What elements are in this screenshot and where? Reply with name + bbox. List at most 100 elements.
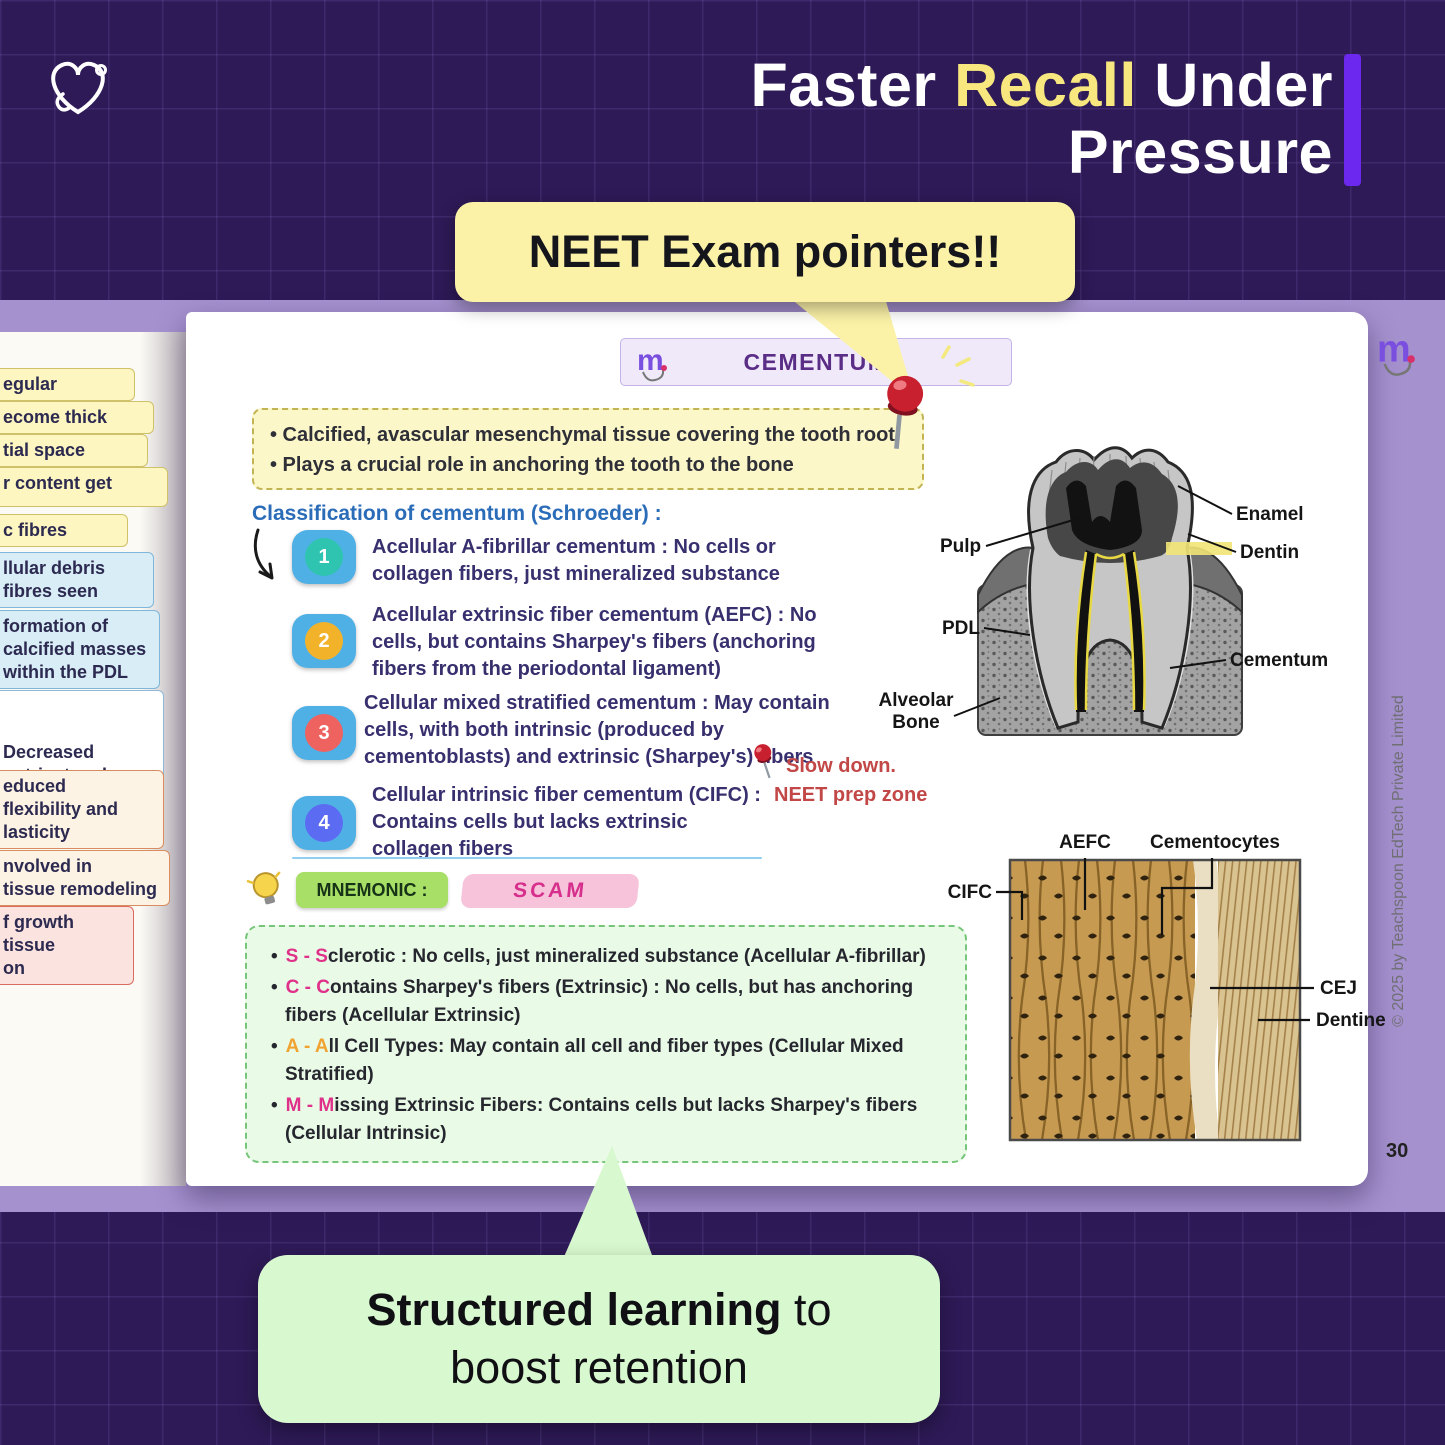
mnemonic-item: •A - All Cell Types: May contain all cel… (271, 1035, 904, 1086)
callout-line-2: boost retention (450, 1342, 748, 1393)
left-note-text: f growth tissue on (3, 912, 74, 979)
histo-label-aefc: AEFC (1059, 832, 1111, 853)
pushpin-icon (754, 744, 772, 779)
neet-pointers-text: NEET Exam pointers!! (528, 226, 1002, 277)
title-part-2: Under (1136, 51, 1333, 119)
item-number: 3 (305, 714, 343, 752)
curved-arrow-icon (253, 528, 274, 580)
title-accent-bar (1344, 54, 1361, 186)
neet-note-line2: NEET prep zone (774, 784, 928, 806)
copyright-text: © 2025 by Teachspoon EdTech Private Limi… (1390, 695, 1407, 1027)
lightbulb-icon (246, 871, 281, 905)
title-part-accent: Recall (954, 51, 1137, 119)
item-number-chip: 1 (292, 530, 356, 584)
tooth-label-pdl: PDL (942, 618, 980, 639)
left-note: egular (0, 368, 135, 402)
left-note-text: educed flexibility and lasticity (3, 776, 119, 843)
title-line-2: Pressure (1067, 118, 1333, 187)
yellow-bubble-tail (790, 298, 915, 400)
tooth-label-alveolar: Alveolar (879, 690, 955, 711)
neet-pointers-callout: NEET Exam pointers!! (455, 202, 1075, 302)
left-note: nvolved in tissue remodeling (0, 850, 170, 907)
mnemonic-item: •S - Sclerotic : No cells, just minerali… (271, 946, 926, 967)
mnemonic-rest: ll Cell Types: May contain all cell and … (285, 1035, 904, 1086)
mnemonic-box: •S - Sclerotic : No cells, just minerali… (245, 925, 967, 1163)
neet-note-line1: Slow down. (786, 755, 896, 777)
cementocytes-texture (1010, 860, 1195, 1140)
item-number-chip: 2 (292, 614, 356, 668)
intro-bullet: • Calcified, avascular mesenchymal tissu… (270, 424, 895, 446)
heart-stethoscope-logo (51, 61, 107, 115)
green-bubble-tail (560, 1146, 656, 1266)
left-note: llular debris fibres seen (0, 552, 154, 609)
mnemonic-list: •S - Sclerotic : No cells, just minerali… (263, 943, 945, 1149)
cej-band (1189, 860, 1224, 1140)
cementum-highlight (1074, 551, 1146, 711)
mnemonic-rest: issing Extrinsic Fibers: Contains cells … (285, 1094, 918, 1145)
dentine-region (1218, 860, 1300, 1140)
mnemonic-lead: A - A (285, 1035, 329, 1057)
pushpin-icon (887, 375, 924, 449)
notes-page: m CEMENTUM m • Calcified, avascular mese… (186, 312, 1415, 1186)
intro-bullet: • Plays a crucial role in anchoring the … (270, 454, 794, 476)
callout-bold-text: Structured learning (366, 1284, 782, 1335)
m-brand-icon-corner: m (1377, 329, 1415, 376)
callout-rest-text: to (781, 1284, 832, 1335)
intro-box: • Calcified, avascular mesenchymal tissu… (252, 408, 924, 490)
left-note-text: ecome thick (3, 407, 108, 427)
cementum-histology-diagram: AEFC Cementocytes CIFC CEJ Dentine (948, 832, 1386, 1142)
left-note: tial space (0, 434, 148, 468)
mnemonic-lead: M - M (285, 1094, 335, 1116)
item-number-chip: 4 (292, 796, 356, 850)
left-note: educed flexibility and lasticity (0, 770, 164, 850)
tooth-label-dentin: Dentin (1240, 542, 1299, 563)
left-note: c fibres (0, 514, 128, 548)
left-note-text: r content get (3, 473, 113, 493)
histo-label-cementocytes: Cementocytes (1150, 832, 1280, 853)
classification-item: Cellular intrinsic fiber cementum (CIFC)… (372, 784, 761, 860)
left-note: ecome thick (0, 401, 154, 435)
left-note-text: nvolved in tissue remodeling (3, 856, 158, 900)
mnemonic-row: MNEMONIC : SCAM (246, 868, 666, 912)
left-note: f growth tissue on (0, 906, 134, 986)
mnemonic-lead: S - S (285, 946, 328, 967)
tooth-label-cementum: Cementum (1230, 650, 1328, 671)
left-note-text: c fibres (3, 520, 68, 540)
items-divider (292, 857, 762, 859)
left-note-text: llular debris fibres seen (3, 558, 106, 602)
neet-prep-note: Slow down. NEET prep zone (752, 744, 972, 810)
mnemonic-label: MNEMONIC : (296, 872, 448, 908)
tooth-label-pulp: Pulp (940, 536, 981, 557)
classification-item: Cellular mixed stratified cementum : May… (364, 692, 830, 768)
item-number: 1 (305, 538, 343, 576)
m-brand-icon: m (637, 344, 667, 382)
classification-heading: Classification of cementum (Schroeder) : (252, 502, 662, 525)
item-number: 2 (305, 622, 343, 660)
tooth-label-enamel: Enamel (1236, 504, 1304, 525)
mnemonic-item: •M - Missing Extrinsic Fibers: Contains … (271, 1094, 918, 1145)
left-note-text: formation of calcified masses within the… (3, 616, 147, 683)
sparkle-icon (941, 345, 975, 387)
left-note: r content get (0, 467, 168, 507)
mnemonic-word: SCAM (460, 874, 640, 908)
mnemonic-rest: clerotic : No cells, just mineralized su… (327, 946, 926, 967)
mnemonic-lead: C - C (285, 976, 330, 998)
callout-line-1: Structured learning to (366, 1284, 831, 1336)
item-number-chip: 3 (292, 706, 356, 760)
histo-label-dentine: Dentine (1316, 1010, 1386, 1031)
item-number: 4 (305, 804, 343, 842)
tooth-label-bone: Bone (892, 712, 940, 733)
structured-learning-callout: Structured learning to boost retention (258, 1255, 940, 1423)
m-letter: m (637, 344, 664, 377)
mnemonic-rest: ontains Sharpey's fibers (Extrinsic) : N… (285, 976, 914, 1027)
mnemonic-item: •C - Contains Sharpey's fibers (Extrinsi… (271, 976, 914, 1027)
title-part-1: Faster (750, 51, 955, 119)
left-note: formation of calcified masses within the… (0, 610, 160, 690)
m-letter: m (1377, 329, 1411, 371)
classification-item: Acellular A-fibrillar cementum : No cell… (372, 536, 780, 585)
pulp-region (1066, 480, 1142, 550)
histo-label-cej: CEJ (1320, 978, 1357, 999)
histo-label-cifc: CIFC (948, 882, 993, 903)
title-line-1: Faster Recall Under (750, 51, 1333, 119)
left-note-text: tial space (3, 440, 86, 460)
